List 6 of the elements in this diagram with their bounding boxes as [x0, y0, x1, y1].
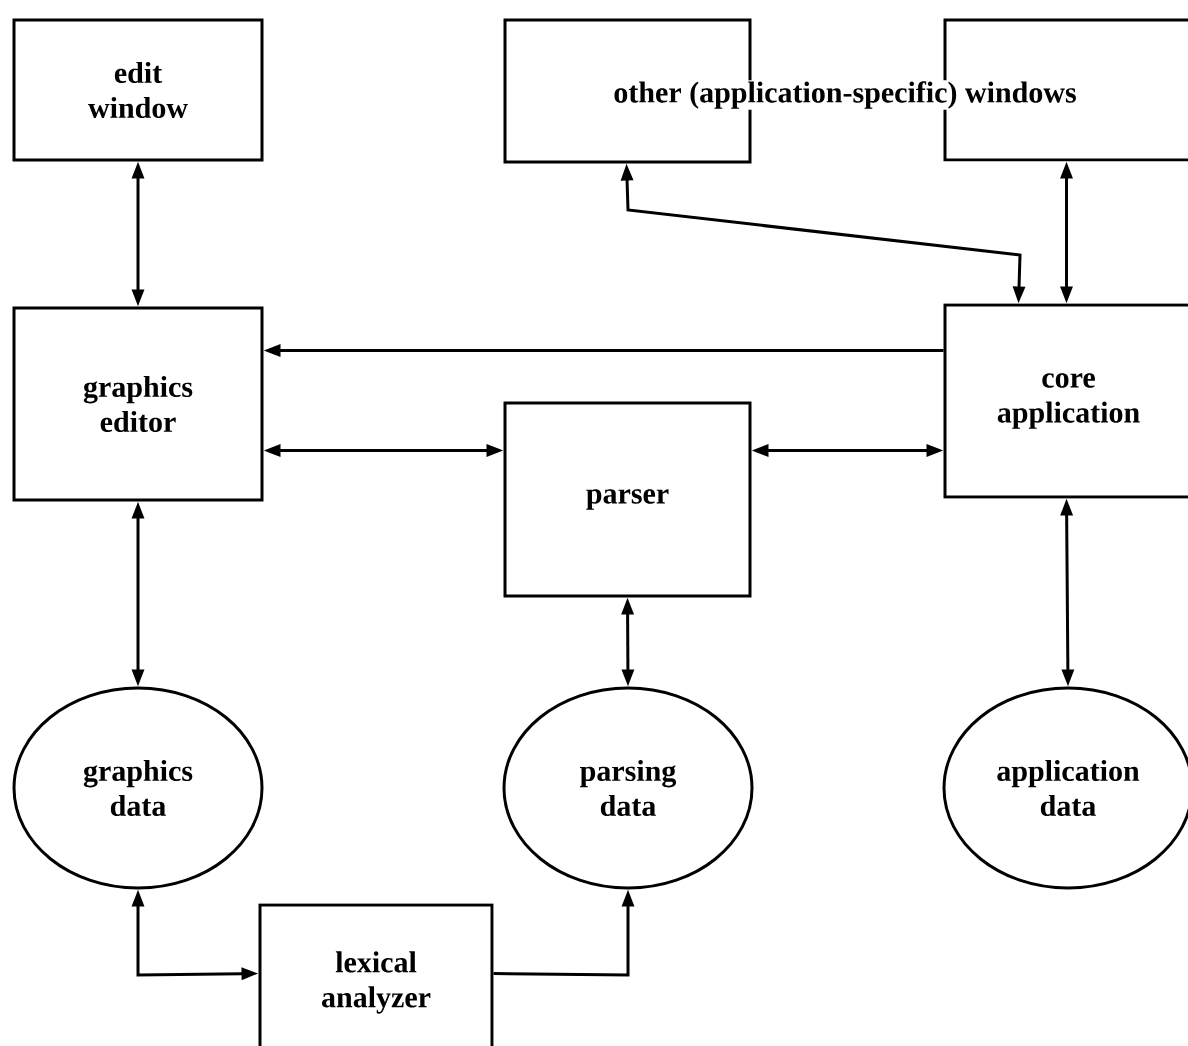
process-box: parser: [503, 401, 752, 598]
process-box: core application: [943, 303, 1188, 499]
process-box: edit window: [12, 18, 264, 162]
process-box: lexical analyzer: [258, 903, 494, 1046]
process-box: other (application-specific) windows: [503, 18, 1078, 164]
process-box: graphics editor: [12, 306, 264, 502]
